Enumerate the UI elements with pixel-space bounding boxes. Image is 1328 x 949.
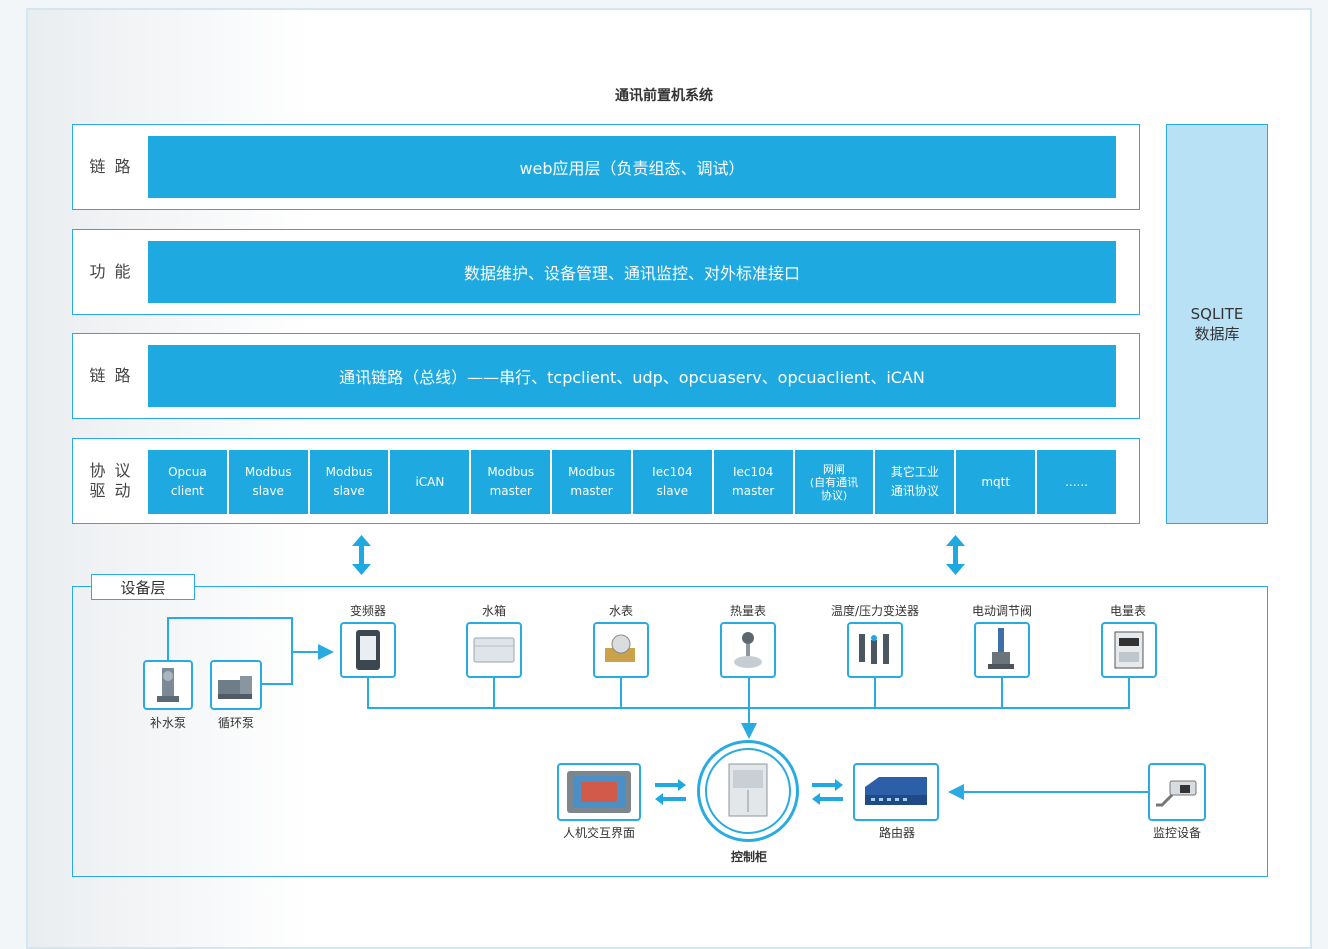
exchange-arrows-router <box>812 779 843 805</box>
driver-cell: mqtt <box>956 450 1038 514</box>
driver-cell: ...... <box>1065 474 1088 489</box>
layer-link: 链 路 通讯链路（总线）——串行、tcpclient、udp、opcuaserv… <box>72 333 1140 419</box>
driver-cell: Modbus master <box>552 450 633 514</box>
camera-tile <box>1148 763 1206 821</box>
device-layer-tab: 设备层 <box>91 574 195 600</box>
inverter-icon <box>356 630 380 670</box>
driver-cell: Modbus slave <box>229 450 310 514</box>
layer-label: 链 路 <box>89 366 133 385</box>
double-arrow-left <box>352 535 371 575</box>
hmi-tile <box>557 763 641 821</box>
driver-cell: Modbus master <box>471 450 553 514</box>
layer-function: 功 能 数据维护、设备管理、通讯监控、对外标准接口 <box>72 229 1140 315</box>
driver-cell: Iec104 master <box>714 450 795 514</box>
layer-label: 协 议 驱 动 <box>89 461 133 500</box>
pump-icon <box>157 668 179 702</box>
touchscreen-icon <box>567 771 631 813</box>
transmitter-icon <box>859 634 889 664</box>
water-meter-tile <box>593 622 649 678</box>
driver-bar: Opcua client Modbus slave Modbus slave i… <box>148 450 1116 514</box>
water-meter-icon <box>605 634 635 662</box>
power-meter-tile <box>1101 622 1157 678</box>
double-arrow-right <box>946 535 965 575</box>
water-tank-icon <box>473 637 515 663</box>
device-label: 水箱 <box>481 604 506 618</box>
device-label: 水表 <box>608 604 633 618</box>
device-label: 变频器 <box>349 604 386 618</box>
pump-icon <box>218 676 252 699</box>
driver-cell: Iec104 slave <box>633 450 714 514</box>
circulation-pump-label: 循环泵 <box>217 716 254 730</box>
driver-cell: 网闸 (自有通讯 协议) <box>795 450 876 514</box>
power-meter-icon <box>1114 631 1144 669</box>
device-layer <box>72 586 1268 877</box>
heat-meter-tile <box>720 622 776 678</box>
layer-driver: 协 议 驱 动 Opcua client Modbus slave Modbus… <box>72 438 1140 524</box>
device-label: 电动调节阀 <box>971 604 1032 618</box>
router-tile <box>853 763 939 821</box>
layer-label: 链 路 <box>89 157 133 176</box>
router-label: 路由器 <box>878 826 915 840</box>
layer-bar: 通讯链路（总线）——串行、tcpclient、udp、opcuaserv、opc… <box>148 345 1116 407</box>
driver-cell: Opcua client <box>148 450 229 514</box>
layer-label: 功 能 <box>89 262 133 281</box>
router-icon <box>865 777 927 805</box>
layer-bar: web应用层（负责组态、调试） <box>148 136 1116 198</box>
transmitter-tile <box>847 622 903 678</box>
camera-label: 监控设备 <box>1152 826 1201 840</box>
heat-meter-icon <box>734 632 762 668</box>
makeup-pump-tile <box>143 660 193 710</box>
controller-tile <box>705 748 791 834</box>
controller-label: 控制柜 <box>730 850 767 864</box>
diagram-title: 通讯前置机系统 <box>615 88 713 104</box>
valve-icon <box>988 628 1014 669</box>
device-label: 热量表 <box>729 604 766 618</box>
device-label: 温度/压力变送器 <box>830 604 920 618</box>
driver-cell: Modbus slave <box>310 450 391 514</box>
driver-cell: 其它工业 通讯协议 <box>875 450 957 514</box>
exchange-arrows-hmi <box>655 779 686 805</box>
valve-tile <box>974 622 1030 678</box>
layer-bar: 数据维护、设备管理、通讯监控、对外标准接口 <box>148 241 1116 303</box>
inverter-tile <box>340 622 396 678</box>
camera-icon <box>1156 780 1197 807</box>
driver-cell: iCAN <box>390 450 472 514</box>
control-cabinet-icon <box>728 763 768 817</box>
circulation-pump-tile <box>210 660 262 710</box>
layer-web: 链 路 web应用层（负责组态、调试） <box>72 124 1140 210</box>
device-label: 电量表 <box>1109 604 1146 618</box>
hmi-label: 人机交互界面 <box>562 826 635 840</box>
makeup-pump-label: 补水泵 <box>149 716 186 730</box>
water-tank-tile <box>466 622 522 678</box>
sqlite-database: SQLITE 数据库 <box>1166 124 1268 524</box>
